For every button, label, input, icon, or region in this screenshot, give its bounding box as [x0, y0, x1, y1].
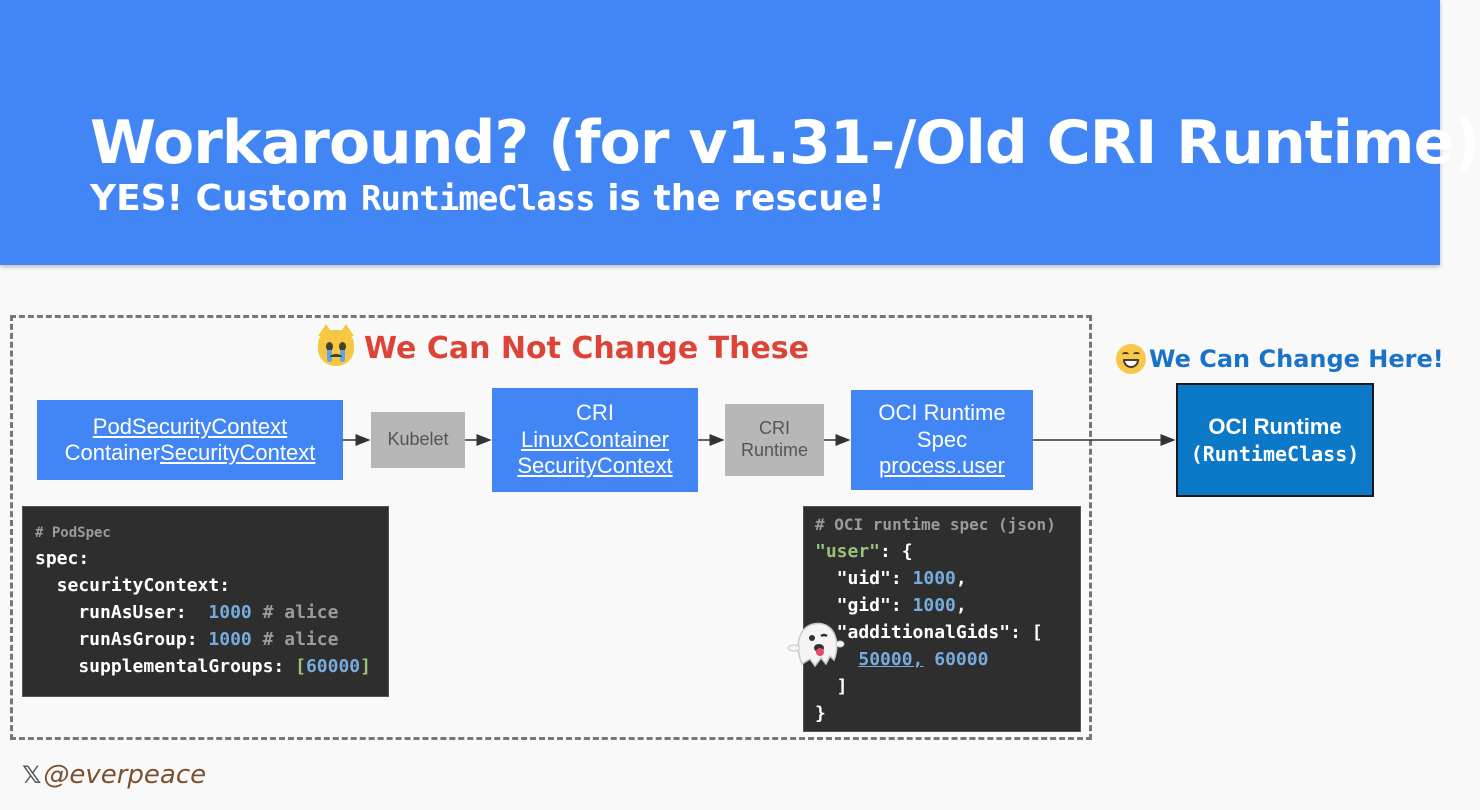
- cannot-change-heading: We Can Not Change These: [318, 324, 809, 366]
- title-banner: Workaround? (for v1.31-/Old CRI Runtime)…: [0, 0, 1480, 265]
- container-security-context-link[interactable]: SecurityContext: [160, 440, 316, 465]
- podspec-spec-line: spec:: [35, 548, 90, 569]
- podspec-supplemental-groups-line: supplementalGroups: [60000]: [35, 653, 388, 680]
- slide-title: Workaround? (for v1.31-/Old CRI Runtime): [90, 108, 1480, 178]
- subtitle-prefix: YES! Custom: [90, 178, 362, 219]
- kubelet-box: Kubelet: [371, 412, 465, 468]
- oci-user-open: : {: [880, 541, 913, 562]
- oci-runtime-class-box: OCI Runtime (RuntimeClass): [1176, 383, 1374, 497]
- x-logo-icon: 𝕏: [22, 761, 42, 789]
- podspec-run-as-user-line: runAsUser: 1000 # alice: [35, 599, 388, 626]
- podspec-code-block: # PodSpec spec: securityContext: runAsUse…: [22, 506, 389, 697]
- cri-security-context-box: CRI LinuxContainer SecurityContext: [492, 388, 698, 492]
- oci-gids-values-line: 50000, 60000: [815, 646, 1080, 673]
- cri-runtime-box: CRI Runtime: [725, 404, 824, 476]
- run-as-group-value: 1000: [208, 629, 252, 650]
- podspec-run-as-group-line: runAsGroup: 1000 # alice: [35, 626, 388, 653]
- oci-runtime-label: OCI Runtime: [1208, 413, 1342, 439]
- pod-security-context-link[interactable]: PodSecurityContext: [92, 413, 288, 439]
- podspec-comment: # PodSpec: [35, 525, 111, 541]
- cri-security-context-link[interactable]: SecurityContext: [517, 453, 673, 479]
- subtitle-code: RuntimeClass: [361, 179, 596, 219]
- grinning-face-emoji: [1116, 344, 1146, 374]
- oci-gid-line: "gid": 1000,: [815, 592, 1080, 619]
- subtitle-suffix: is the rescue!: [594, 178, 885, 219]
- oci-gid-comma: ,: [955, 595, 967, 616]
- oci-gid-added-value: 50000,: [858, 649, 924, 670]
- runtime-class-label: (RuntimeClass): [1190, 442, 1360, 467]
- process-user-link[interactable]: process.user: [879, 453, 1005, 479]
- oci-uid-comma: ,: [955, 568, 967, 589]
- can-change-text: We Can Change Here!: [1149, 345, 1444, 373]
- supplemental-groups-key: supplementalGroups:: [35, 656, 296, 677]
- oci-spec-line1: OCI Runtime: [878, 400, 1006, 426]
- run-as-user-key: runAsUser:: [35, 602, 209, 623]
- oci-gid-key: "gid":: [815, 595, 913, 616]
- oci-spec-code-block: # OCI runtime spec (json) "user": { "uid"…: [803, 506, 1081, 732]
- cannot-change-text: We Can Not Change These: [364, 330, 809, 366]
- ghost-emoji: [787, 622, 845, 668]
- kubelet-label: Kubelet: [387, 429, 449, 450]
- supplemental-groups-value: 60000: [305, 656, 361, 677]
- oci-uid-key: "uid":: [815, 568, 913, 589]
- oci-uid-line: "uid": 1000,: [815, 565, 1080, 592]
- run-as-user-comment: # alice: [251, 602, 339, 623]
- oci-comment: # OCI runtime spec (json): [815, 515, 1056, 534]
- cri-runtime-line2: Runtime: [740, 440, 809, 460]
- oci-additional-gids-line: "additionalGids": [: [815, 622, 1043, 643]
- security-context-box: PodSecurityContext ContainerSecurityCont…: [37, 400, 343, 480]
- crying-cat-emoji: [318, 324, 354, 366]
- oci-runtime-spec-box: OCI Runtime Spec process.user: [851, 390, 1033, 490]
- supplemental-groups-open: [: [295, 656, 306, 677]
- supplemental-groups-close: ]: [360, 656, 371, 677]
- oci-gid-supplemental-value: 60000: [923, 649, 989, 670]
- oci-user-line: "user": {: [815, 538, 1080, 565]
- run-as-user-value: 1000: [208, 602, 252, 623]
- cri-label: CRI: [576, 400, 614, 426]
- run-as-group-comment: # alice: [251, 629, 339, 650]
- podspec-security-context-line: securityContext:: [35, 575, 231, 596]
- can-change-heading: We Can Change Here!: [1116, 344, 1444, 374]
- author-handle[interactable]: 𝕏 @everpeace: [22, 760, 206, 790]
- run-as-group-key: runAsGroup:: [35, 629, 209, 650]
- handle-text: @everpeace: [43, 760, 207, 790]
- linux-container-link[interactable]: LinuxContainer: [521, 426, 669, 452]
- cri-runtime-line1: CRI: [759, 418, 790, 439]
- oci-uid-value: 1000: [912, 568, 956, 589]
- oci-spec-line2: Spec: [916, 426, 968, 452]
- container-prefix: Container: [64, 440, 161, 465]
- slide-subtitle: YES! Custom RuntimeClass is the rescue!: [90, 178, 885, 219]
- oci-user-key: "user": [815, 541, 881, 562]
- unchangeable-region: [10, 315, 1092, 740]
- oci-close-bracket: ]: [815, 676, 848, 697]
- oci-gid-value: 1000: [912, 595, 956, 616]
- oci-close-brace: }: [815, 703, 826, 724]
